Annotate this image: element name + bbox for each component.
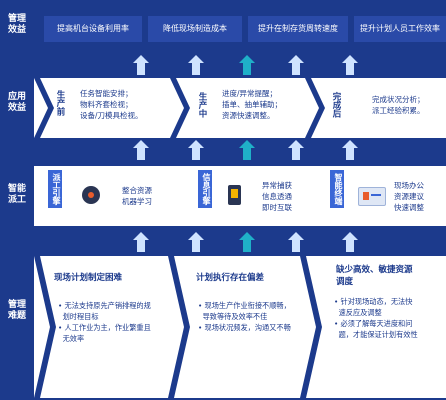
engine-information-text: 异常捕获 信息透通 即时互联 (262, 181, 292, 212)
goal-box-efficiency: 提升计划人员工作效率 (354, 16, 446, 42)
difficulty-text-planning: • 无法支持原先产销排程的规 划时程目标 • 人工作业为主，作业繁重且 无效率 (58, 301, 151, 343)
stage-label: 完成后 (331, 92, 341, 118)
chevron-divider (305, 78, 325, 138)
arrow-up-icon (239, 55, 255, 75)
tablet-icon (228, 185, 241, 205)
goal-box-utilization: 提高机台设备利用率 (44, 16, 142, 42)
stage-during-text: 进度/异常提醒； 插单、抽单辅助； 资源快速调整。 (222, 89, 282, 120)
stage-after-production: 完成后 (330, 92, 342, 121)
stage-during-production: 生产中 (196, 92, 208, 121)
difficulty-title-planning: 现场计划制定困难 (54, 273, 123, 283)
arrow-up-icon (288, 232, 304, 252)
row-label-goal: 管理 效益 (7, 14, 26, 35)
monitor-icon (358, 187, 386, 206)
chevron-divider (170, 78, 190, 138)
arrow-up-icon (239, 140, 255, 160)
engine-terminal: 智能终端 (330, 170, 344, 208)
stage-label: 生产前 (55, 90, 65, 116)
stage-before-production: 生产前 (54, 90, 66, 119)
chevron-left-notch (34, 256, 56, 398)
engine-dispatch: 派工引擎 (48, 170, 62, 208)
arrow-up-icon (288, 140, 304, 160)
difficulty-title-scheduling: 缺少高效、敏捷资源 调度 (336, 265, 413, 287)
gauge-icon (82, 186, 100, 204)
arrow-up-icon (342, 232, 358, 252)
arrow-up-icon (133, 55, 149, 75)
application-band (34, 78, 446, 138)
difficulty-band (34, 256, 446, 398)
arrow-up-icon (342, 140, 358, 160)
engine-dispatch-text: 整合资源 机器学习 (122, 186, 152, 206)
engine-terminal-text: 现场办公 资源建议 快速调整 (394, 181, 424, 212)
arrow-up-icon (188, 55, 204, 75)
row-label-application: 应用 效益 (7, 92, 26, 113)
difficulty-text-scheduling: • 针对现场动态，无法快 速反应及调整 • 必须了解每天进度和问 题，才能保证计… (334, 297, 418, 339)
difficulty-text-execution: • 现场生产作业衔接不顺畅， 导致等待及效率不佳 • 现场状况频发，沟通又不畅 (198, 301, 291, 332)
arrow-up-icon (188, 140, 204, 160)
stage-before-text: 任务智能安排； 物料齐套检视； 设备/刀模具检视。 (80, 89, 143, 120)
stage-label: 生产中 (197, 92, 207, 118)
row-label-dispatch: 智能 派工 (7, 184, 26, 205)
arrow-up-icon (133, 232, 149, 252)
chevron-divider (168, 256, 190, 398)
row-label-difficulty: 管理 难题 (7, 300, 26, 321)
arrow-up-icon (239, 232, 255, 252)
stage-after-text: 完成状况分析； 派工经验积累。 (372, 95, 425, 115)
arrow-up-icon (188, 232, 204, 252)
difficulty-title-execution: 计划执行存在偏差 (196, 273, 265, 283)
arrow-up-icon (288, 55, 304, 75)
engine-information: 信息引擎 (198, 170, 212, 208)
chevron-left-notch (34, 78, 54, 138)
arrow-up-icon (133, 140, 149, 160)
goal-box-inventory: 提升在制存货周转速度 (248, 16, 348, 42)
goal-box-cost: 降低现场制造成本 (148, 16, 242, 42)
arrow-up-icon (342, 55, 358, 75)
chevron-divider (300, 256, 322, 398)
